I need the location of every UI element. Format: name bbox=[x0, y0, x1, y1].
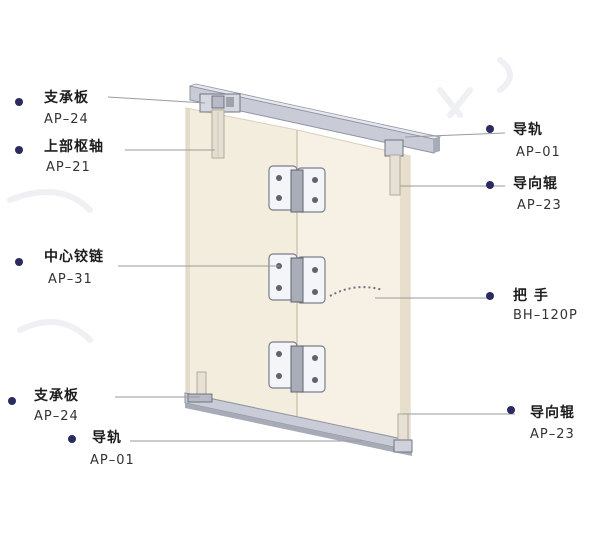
label-guide-rail-top-name: 导轨 bbox=[513, 122, 543, 138]
center-hinge-middle bbox=[268, 253, 326, 304]
upper-pivot-pin bbox=[211, 109, 225, 159]
label-upper-pivot-code: AP–21 bbox=[46, 160, 91, 175]
label-upper-pivot-name: 上部枢轴 bbox=[44, 139, 104, 155]
bullet-support-plate-top bbox=[15, 98, 23, 106]
label-guide-rail-bottom-code: AP–01 bbox=[90, 453, 135, 468]
label-support-plate-bottom-code: AP–24 bbox=[34, 409, 79, 424]
label-guide-roller-top-code: AP–23 bbox=[517, 198, 562, 213]
leader-guide-rail-top bbox=[404, 132, 506, 138]
bottom-support-plate bbox=[187, 371, 213, 403]
bullet-center-hinge bbox=[15, 258, 23, 266]
label-center-hinge-name: 中心铰链 bbox=[44, 249, 104, 265]
label-support-plate-top-name: 支承板 bbox=[44, 90, 89, 106]
label-guide-rail-bottom-name: 导轨 bbox=[92, 430, 122, 446]
center-hinge-top bbox=[268, 165, 326, 213]
bullet-handle bbox=[486, 292, 494, 300]
top-support-plate bbox=[199, 93, 241, 113]
leader-lines bbox=[107, 96, 515, 442]
label-handle-code: BH–120P bbox=[513, 308, 578, 323]
label-guide-roller-bottom-code: AP–23 bbox=[530, 427, 575, 442]
bullet-guide-rail-bottom bbox=[68, 435, 76, 443]
label-handle-name: 把 手 bbox=[513, 288, 549, 304]
door-handle bbox=[329, 286, 384, 297]
bullet-guide-roller-bottom bbox=[507, 406, 515, 414]
label-support-plate-top-code: AP–24 bbox=[44, 112, 89, 127]
label-support-plate-bottom-name: 支承板 bbox=[34, 388, 79, 404]
top-guide-rail bbox=[188, 83, 442, 154]
bullet-support-plate-bottom bbox=[8, 397, 16, 405]
label-guide-roller-top-name: 导向辊 bbox=[513, 176, 558, 192]
label-guide-roller-bottom-name: 导向辊 bbox=[530, 405, 575, 421]
bottom-guide-roller bbox=[393, 413, 413, 453]
background-watermark bbox=[7, 57, 513, 343]
bullet-guide-rail-top bbox=[486, 125, 494, 133]
top-guide-roller bbox=[384, 139, 404, 196]
label-guide-rail-top-code: AP–01 bbox=[516, 145, 561, 160]
leader-support-plate-top bbox=[107, 96, 206, 104]
bullet-guide-roller-top bbox=[486, 181, 494, 189]
label-center-hinge-code: AP–31 bbox=[48, 272, 93, 287]
center-hinge-bottom bbox=[268, 341, 326, 393]
bullet-upper-pivot bbox=[15, 146, 23, 154]
